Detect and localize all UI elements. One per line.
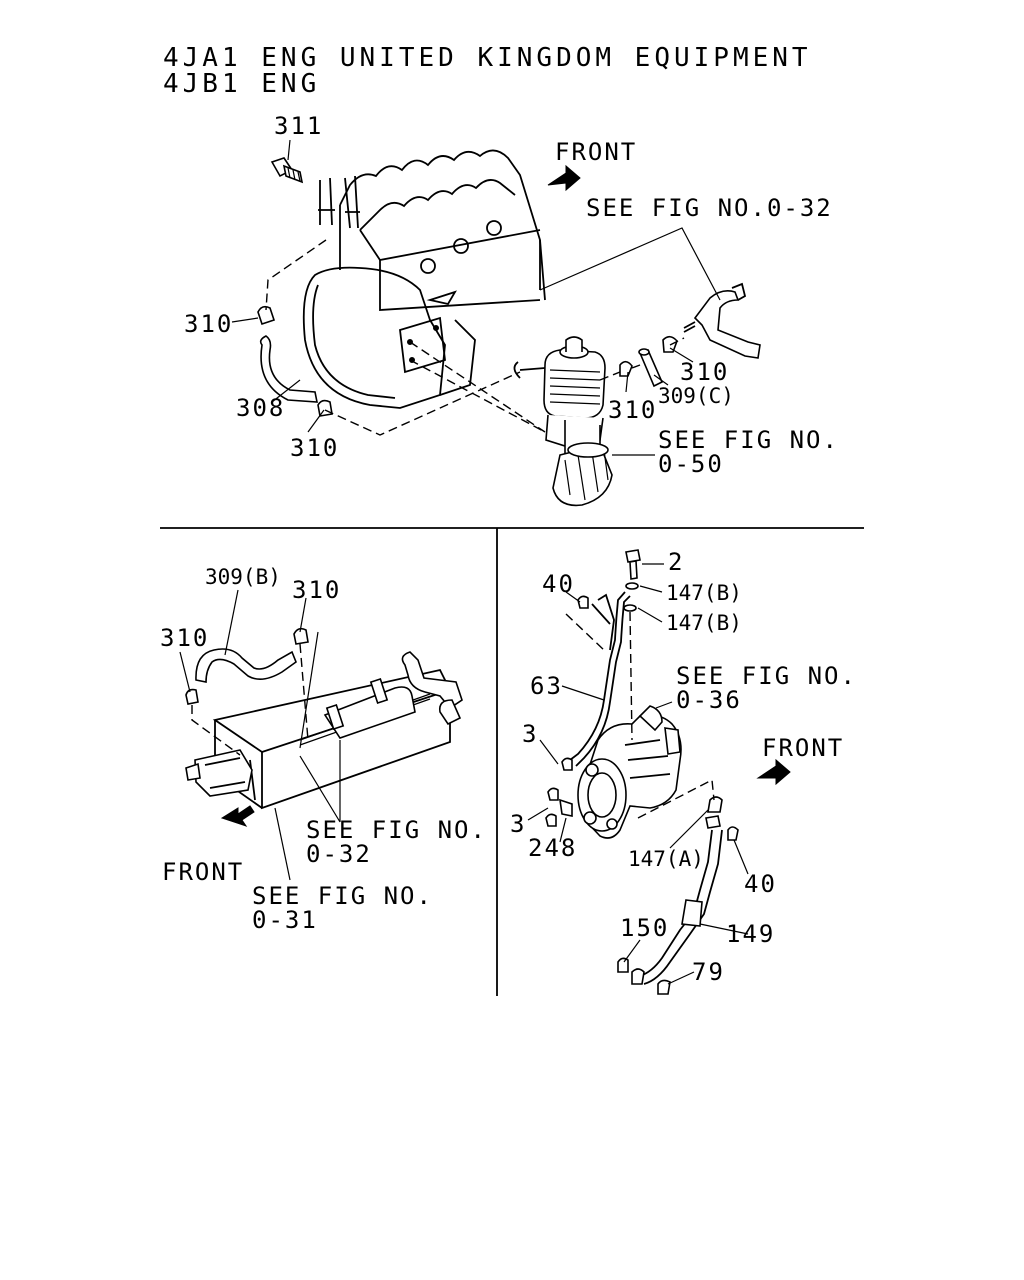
part-label-309c: 309(C) xyxy=(658,384,734,408)
part-label-3-lower: 3 xyxy=(510,810,526,838)
ref-fig-0-31-line2: 0-31 xyxy=(252,906,318,934)
part-label-310-left-panel: 310 xyxy=(160,624,209,652)
engine-block-illustration xyxy=(302,149,546,409)
top-panel-dashed-leaders xyxy=(265,239,685,436)
part-label-63: 63 xyxy=(530,672,563,700)
part-label-147a: 147(A) xyxy=(628,847,704,871)
hose-308-assembly xyxy=(257,305,333,417)
turbocharger-illustration xyxy=(577,705,682,839)
front-arrow-icon-right xyxy=(756,758,791,786)
part-label-308: 308 xyxy=(236,394,285,422)
ref-fig-0-32-line2: 0-32 xyxy=(306,840,372,868)
part-label-310-mid: 310 xyxy=(608,396,657,424)
hose-309b-assembly xyxy=(185,627,309,705)
part-label-3-upper: 3 xyxy=(522,720,538,748)
header-line-2: 4JB1 ENG xyxy=(163,69,320,99)
top-panel-leaders xyxy=(231,139,721,456)
header-line-1: 4JA1 ENG UNITED KINGDOM EQUIPMENT xyxy=(163,43,812,73)
part-label-310-left: 310 xyxy=(184,310,233,338)
front-label-right: FRONT xyxy=(762,734,844,762)
oil-return-pipe-149 xyxy=(617,796,739,995)
oil-cooler-assembly xyxy=(513,336,613,507)
ref-fig-0-32-top: SEE FIG NO.0-32 xyxy=(586,194,833,222)
right-panel-leaders xyxy=(527,563,749,985)
ref-fig-0-32-line1: SEE FIG NO. xyxy=(306,816,487,844)
part-label-2: 2 xyxy=(668,548,684,576)
banjo-bolt-2 xyxy=(623,549,641,612)
part-label-248: 248 xyxy=(528,834,577,862)
ref-fig-0-50-line2: 0-50 xyxy=(658,450,724,478)
part-label-311: 311 xyxy=(274,112,323,140)
part-label-310-right: 310 xyxy=(680,358,729,386)
part-label-79: 79 xyxy=(692,958,725,986)
right-panel-dashed-leaders xyxy=(565,611,715,819)
part-label-149: 149 xyxy=(726,920,775,948)
ref-fig-0-36-line2: 0-36 xyxy=(676,686,742,714)
bolts-3-248 xyxy=(545,787,573,827)
part-label-147b-upper: 147(B) xyxy=(666,581,742,605)
part-label-150: 150 xyxy=(620,914,669,942)
ref-fig-0-36-line1: SEE FIG NO. xyxy=(676,662,857,690)
left-panel-dashed-leaders xyxy=(191,643,309,756)
part-label-40-bottom: 40 xyxy=(744,870,777,898)
part-label-310-top: 310 xyxy=(292,576,341,604)
part-label-309b: 309(B) xyxy=(205,565,281,589)
ref-fig-0-31-line1: SEE FIG NO. xyxy=(252,882,433,910)
part-label-147b-lower: 147(B) xyxy=(666,611,742,635)
oil-feed-pipe-63 xyxy=(561,591,631,771)
bolt-311 xyxy=(270,157,304,184)
front-arrow-icon-left xyxy=(220,805,255,827)
radiator-illustration xyxy=(185,651,463,810)
left-panel-leaders xyxy=(179,589,341,881)
front-arrow-icon xyxy=(547,164,581,192)
part-label-40-top: 40 xyxy=(542,570,575,598)
part-label-310-bottom: 310 xyxy=(290,434,339,462)
ref-fig-0-50-line1: SEE FIG NO. xyxy=(658,426,839,454)
front-label-top: FRONT xyxy=(555,138,637,166)
front-label-left: FRONT xyxy=(162,858,244,886)
